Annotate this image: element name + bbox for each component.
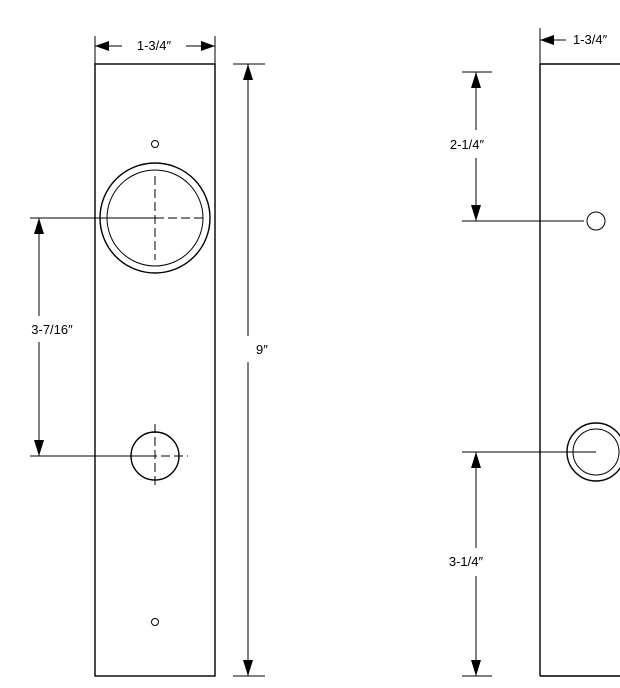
front-plate-outline bbox=[94, 63, 216, 677]
bottom-offset-arrow-bottom bbox=[471, 660, 481, 676]
bottom-screw-hole bbox=[151, 618, 159, 626]
spacing-arrow-top bbox=[34, 218, 44, 234]
top-offset-arrow-bottom bbox=[471, 205, 481, 221]
front-spacing-label: 3-7/16″ bbox=[31, 322, 73, 337]
width-arrow-right bbox=[201, 41, 215, 51]
side-small-hole bbox=[586, 211, 606, 231]
width-arrow-left bbox=[95, 41, 109, 51]
top-offset-arrow-top bbox=[471, 72, 481, 88]
side-width-label: 1-3/4″ bbox=[573, 32, 608, 47]
bottom-offset-arrow-top bbox=[471, 452, 481, 468]
front-view: 1-3/4″ 9″ 3-7/16″ bbox=[30, 36, 268, 677]
spacing-arrow-bottom bbox=[34, 440, 44, 456]
side-view: 1-3/4″ 2-1/4″ 3-1/4″ bbox=[449, 28, 620, 677]
front-width-label: 1-3/4″ bbox=[137, 38, 172, 53]
side-width-arrow bbox=[540, 35, 554, 45]
front-height-label: 9″ bbox=[256, 342, 268, 357]
side-top-offset-label: 2-1/4″ bbox=[450, 137, 485, 152]
height-arrow-top bbox=[243, 64, 253, 80]
height-arrow-bottom bbox=[243, 660, 253, 676]
top-screw-hole bbox=[151, 140, 159, 148]
side-bottom-offset-label: 3-1/4″ bbox=[449, 554, 484, 569]
